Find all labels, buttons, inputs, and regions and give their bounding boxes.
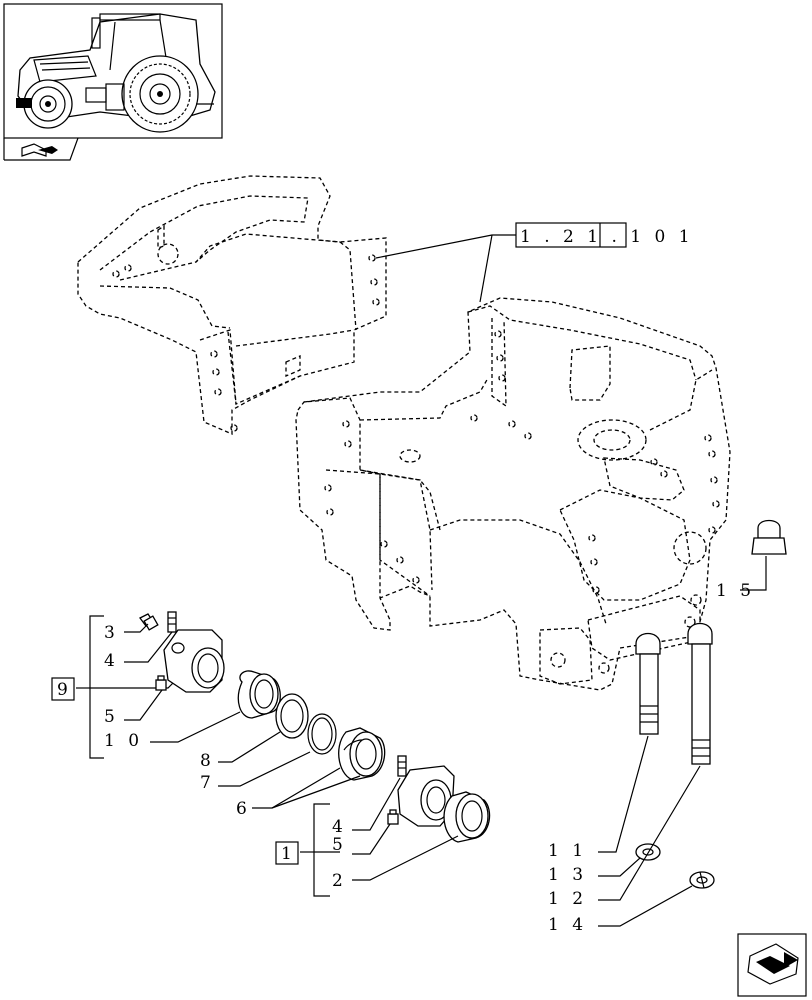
bolt-part-12	[687, 622, 713, 765]
lock-washer-part-14	[689, 871, 715, 889]
front-support-left-half	[77, 175, 387, 435]
nipple-part-5a	[155, 675, 167, 691]
seal-ring-part-8	[275, 693, 309, 739]
screw-part-3	[139, 613, 159, 631]
cap-part-15	[740, 519, 787, 591]
next-page-arrow-icon[interactable]	[737, 933, 807, 997]
group1-bracket	[300, 803, 330, 897]
group1-box[interactable]: 1	[275, 841, 299, 865]
bushing-part-10	[237, 670, 281, 719]
bushing-housing-part-9	[163, 629, 225, 693]
grease-fitting-part-4a	[167, 611, 177, 633]
bushing-part-6	[338, 727, 386, 781]
bushing-part-2	[443, 791, 491, 843]
callout-11: 1 1	[548, 841, 587, 861]
grease-fitting-part-4b	[397, 755, 407, 777]
callout-13: 1 3	[548, 865, 587, 885]
group1-label: 1	[281, 844, 296, 864]
callout-4b: 4	[332, 817, 347, 837]
callout-12: 1 2	[548, 889, 587, 909]
callout-10: 1 0	[104, 731, 143, 751]
callout-5a: 5	[104, 707, 119, 727]
callout-14: 1 4	[548, 915, 587, 935]
callout-5b-visible: 5	[332, 835, 347, 855]
bolt-part-11	[635, 632, 661, 735]
group9-box[interactable]: 9	[51, 677, 75, 701]
front-support-right-half	[295, 297, 731, 691]
callout-4a: 4	[104, 651, 119, 671]
thumbnail-frame[interactable]	[3, 3, 223, 161]
callout-15: 1 5	[716, 581, 755, 601]
tractor-icon	[16, 13, 216, 133]
reference-label[interactable]: 1 . 2 1 . 1 0 1	[375, 222, 694, 303]
group9-label: 9	[57, 680, 72, 700]
o-ring-part-7	[307, 713, 337, 755]
callout-2: 2	[332, 871, 347, 891]
nipple-part-5b	[387, 809, 399, 825]
book-arrow-icon[interactable]	[21, 143, 58, 157]
callout-7: 7	[200, 773, 215, 793]
callout-6: 6	[236, 799, 251, 819]
callout-8: 8	[200, 751, 215, 771]
callout-3: 3	[104, 623, 119, 643]
reference-text: 1 . 2 1 . 1 0 1	[520, 227, 694, 247]
